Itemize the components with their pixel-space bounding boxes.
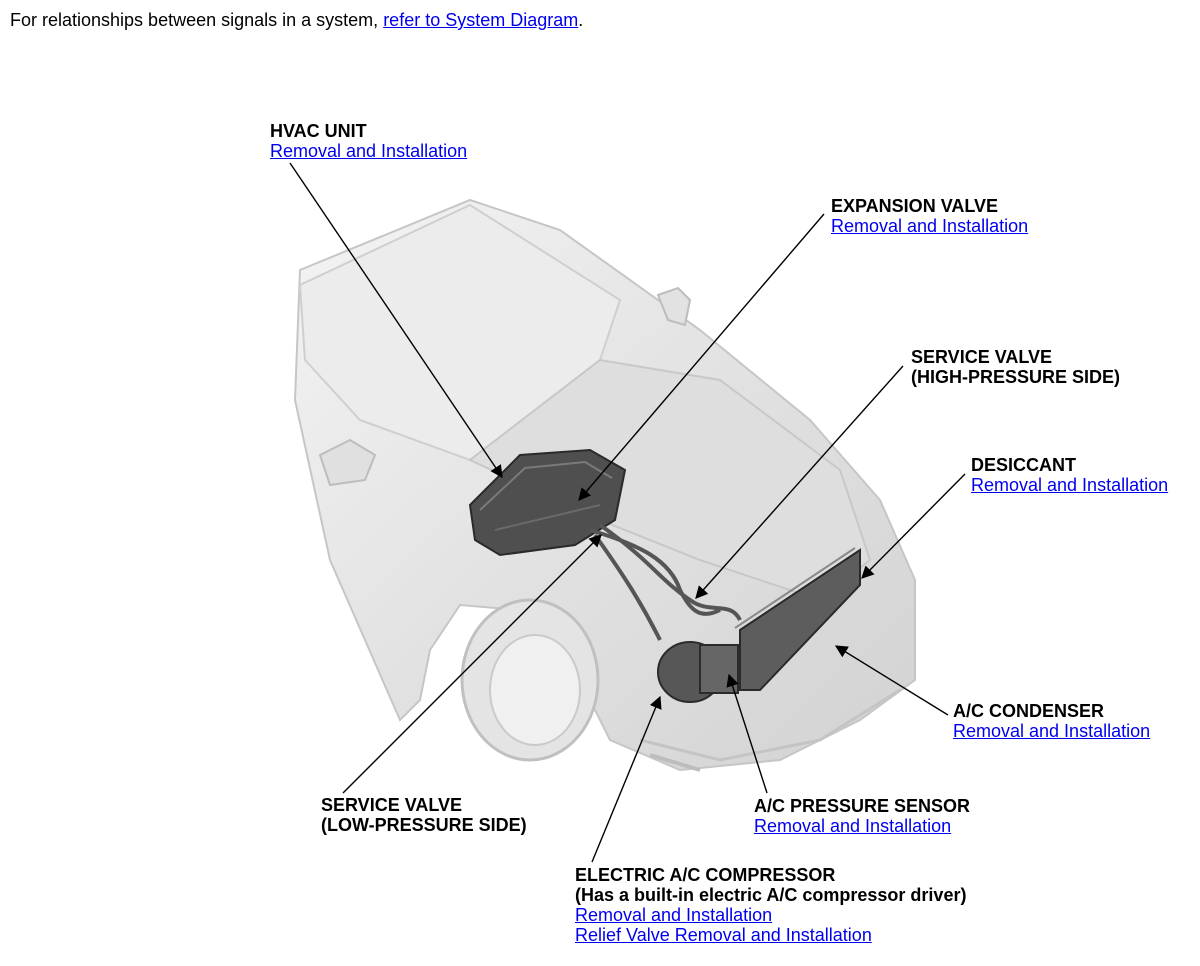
condenser-part	[734, 547, 861, 691]
compressor-removal-link[interactable]: Removal and Installation	[575, 905, 773, 925]
relief-valve-removal-link[interactable]: Relief Valve Removal and Installation	[575, 925, 872, 945]
intro-suffix: .	[578, 10, 584, 30]
hvac-unit-part	[468, 448, 627, 557]
label-service-valve-high: SERVICE VALVE (HIGH-PRESSURE SIDE)	[911, 347, 1120, 387]
condenser-leader	[834, 645, 949, 716]
service-valve-low-subtitle: (LOW-PRESSURE SIDE)	[321, 815, 527, 835]
refrigerant-lines	[589, 523, 742, 641]
intro-prefix: For relationships between signals in a s…	[10, 10, 384, 30]
label-expansion-valve: EXPANSION VALVE Removal and Installation	[831, 196, 1028, 236]
service-valve-low-title: SERVICE VALVE	[321, 795, 463, 815]
desiccant-removal-link[interactable]: Removal and Installation	[971, 475, 1169, 495]
leader-lines	[289, 162, 966, 863]
ac-condenser-removal-link[interactable]: Removal and Installation	[953, 721, 1151, 741]
pressure-sensor-leader	[726, 673, 768, 794]
service-valve-high-leader	[695, 365, 904, 599]
compressor-part	[657, 641, 739, 703]
label-hvac-unit: HVAC UNIT Removal and Installation	[270, 121, 467, 161]
label-ac-condenser: A/C CONDENSER Removal and Installation	[953, 701, 1150, 741]
ac-pressure-sensor-removal-link[interactable]: Removal and Installation	[754, 816, 952, 836]
hvac-leader	[289, 162, 503, 479]
intro-text: For relationships between signals in a s…	[10, 10, 583, 31]
ac-pressure-sensor-title: A/C PRESSURE SENSOR	[754, 796, 971, 816]
label-ac-pressure-sensor: A/C PRESSURE SENSOR Removal and Installa…	[754, 796, 970, 836]
label-electric-ac-compressor: ELECTRIC A/C COMPRESSOR (Has a built-in …	[575, 865, 966, 945]
system-diagram-link[interactable]: refer to System Diagram	[383, 10, 579, 30]
hvac-removal-link[interactable]: Removal and Installation	[270, 141, 468, 161]
expansion-valve-leader	[578, 213, 825, 501]
desiccant-leader	[861, 473, 966, 579]
compressor-title: ELECTRIC A/C COMPRESSOR	[575, 865, 836, 885]
service-valve-high-subtitle: (HIGH-PRESSURE SIDE)	[911, 367, 1121, 387]
label-service-valve-low: SERVICE VALVE (LOW-PRESSURE SIDE)	[321, 795, 527, 835]
service-valve-high-title: SERVICE VALVE	[911, 347, 1053, 367]
hvac-unit-title: HVAC UNIT	[270, 121, 367, 141]
compressor-subtitle: (Has a built-in electric A/C compressor …	[575, 885, 967, 905]
desiccant-title: DESICCANT	[971, 455, 1077, 475]
compressor-leader	[591, 695, 662, 863]
service-valve-low-leader	[342, 534, 602, 794]
ac-condenser-title: A/C CONDENSER	[953, 701, 1105, 721]
expansion-valve-removal-link[interactable]: Removal and Installation	[831, 216, 1029, 236]
expansion-valve-title: EXPANSION VALVE	[831, 196, 999, 216]
label-desiccant: DESICCANT Removal and Installation	[971, 455, 1168, 495]
